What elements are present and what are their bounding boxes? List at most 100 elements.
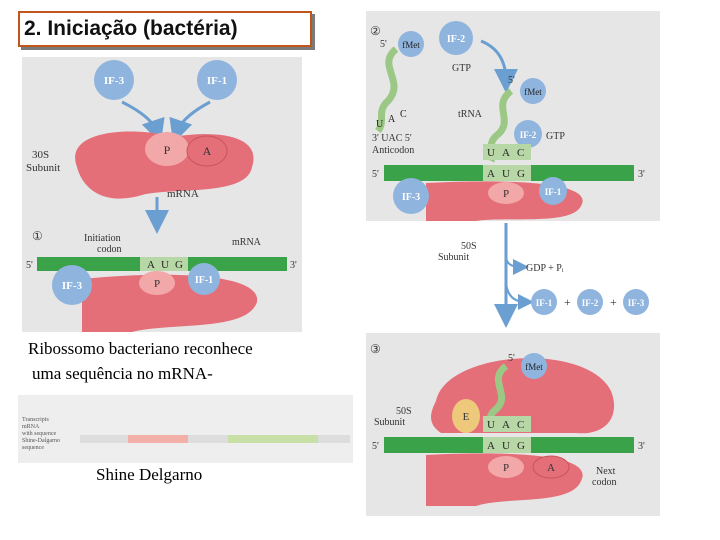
if2-bound-label: IF-2	[520, 130, 537, 140]
e-site	[452, 399, 480, 433]
right-figure-svg: ② 5' fMet U A C 3' UAC 5' Anticodon IF-2…	[366, 11, 660, 516]
sequence-strip: Transcripts mRNA with sequence Shine-Dal…	[18, 395, 353, 463]
p-site	[145, 132, 189, 166]
step1-marker: ①	[32, 229, 43, 243]
codon-a3: A	[487, 168, 495, 180]
mrna-right-5prime: 5'	[372, 169, 379, 180]
trna-free	[375, 46, 399, 134]
trna-5prime: 5'	[380, 39, 387, 50]
if1-complex	[539, 177, 567, 205]
plus-1: +	[564, 295, 571, 309]
p-site-c-label: P	[503, 462, 509, 474]
if1-label: IF-1	[207, 75, 227, 87]
if1-factor	[197, 60, 237, 100]
a-site-c	[532, 455, 570, 479]
mrna-label-2: mRNA	[232, 237, 262, 248]
fmet-bound	[520, 78, 546, 104]
if1-complex-label: IF-1	[545, 187, 562, 197]
shine-dalgarno-box	[128, 435, 188, 443]
step3-marker: ③	[370, 342, 381, 356]
p-site-bound-label: P	[154, 278, 160, 290]
plus-2: +	[610, 295, 617, 309]
arrow-if3	[121, 100, 165, 144]
mrna-5prime: 5'	[26, 260, 33, 271]
codon-g3: G	[517, 168, 525, 180]
start-codon-c	[483, 437, 531, 453]
fmet-free-label: fMet	[402, 40, 420, 50]
subunit-50s-c-label: 50S	[396, 406, 412, 417]
anticodon-a: A	[388, 114, 396, 125]
strip-label5: sequence	[22, 445, 44, 451]
p-site-label: P	[164, 143, 171, 157]
strip-label4: Shine-Dalgarno	[22, 438, 60, 444]
next-codon-1: Next	[596, 466, 616, 477]
if2-free-label: IF-2	[447, 34, 465, 45]
slide-title: 2. Iniciação (bactéria)	[24, 17, 238, 40]
mrna-c-5prime: 5'	[372, 441, 379, 452]
codon-g: G	[175, 259, 183, 271]
fmet-ribosome-label: fMet	[525, 362, 543, 372]
gtp-bound-label: GTP	[546, 131, 565, 142]
a-site	[186, 135, 228, 167]
anticodon-c2: C	[517, 147, 524, 159]
if1-bound-label: IF-1	[195, 275, 213, 286]
codon-u3: U	[502, 168, 510, 180]
arrow-gdp	[505, 255, 529, 275]
strip-label1: Transcripts	[22, 417, 49, 423]
subunit-50s-c-word: Subunit	[374, 417, 405, 428]
a-site-c-label: A	[547, 462, 555, 474]
if3-released-label: IF-3	[628, 298, 645, 308]
left-figure-panel: IF-3 IF-1 P A 30S Subunit mRNA ① Initiat…	[22, 57, 302, 332]
e-site-label: E	[463, 411, 470, 423]
next-codon-2: codon	[592, 477, 616, 488]
anticodon-c4: C	[517, 419, 524, 431]
initiation-codon	[140, 257, 188, 271]
a-site-label: A	[203, 144, 212, 158]
initiation-label-2: codon	[97, 244, 121, 255]
start-codon-box	[483, 165, 531, 181]
p-site-bound	[139, 271, 175, 295]
if3-factor	[94, 60, 134, 100]
sequence-strip-svg: Transcripts mRNA with sequence Shine-Dal…	[22, 417, 350, 451]
subunit-50s-word: Subunit	[438, 252, 469, 263]
strip-label3: with sequence	[22, 431, 56, 437]
anticodon-a4: A	[502, 419, 510, 431]
arrow-if1	[169, 100, 211, 144]
p-site-c	[488, 456, 524, 478]
sequence-boxes	[80, 435, 350, 443]
fmet-bound-label: fMet	[524, 87, 542, 97]
if2-released-label: IF-2	[582, 298, 599, 308]
step2-marker: ②	[370, 24, 381, 38]
mrna-3prime: 3'	[290, 260, 297, 271]
trna-bound-5prime: 5'	[508, 75, 515, 86]
if3-complex	[393, 178, 429, 214]
anticodon-a2: A	[502, 147, 510, 159]
caption-line3: Shine Delgarno	[96, 465, 203, 484]
if1-released	[531, 289, 557, 315]
codon-u5: U	[502, 440, 510, 452]
codon-g5: G	[517, 440, 525, 452]
gtp-label: GTP	[452, 63, 471, 74]
anticodon-u2: U	[487, 147, 495, 159]
trna-label: tRNA	[458, 109, 483, 120]
subunit-30s-label: 30S	[32, 149, 49, 161]
p-site-complex-label: P	[503, 188, 509, 200]
caption-line2: uma sequência no mRNA-	[32, 364, 213, 383]
if3-bound-label: IF-3	[62, 280, 83, 292]
anticodon-u: U	[376, 119, 384, 130]
left-figure-svg: IF-3 IF-1 P A 30S Subunit mRNA ① Initiat…	[26, 60, 297, 332]
anticodon-seq: 3' UAC 5'	[372, 133, 412, 144]
caption-line1: Ribossomo bacteriano reconhece	[28, 339, 253, 358]
if2-free	[439, 21, 473, 55]
initiation-label-1: Initiation	[84, 233, 121, 244]
if3-bound	[52, 265, 92, 305]
gdp-pi-label: GDP + Pᵢ	[526, 263, 564, 274]
anticodon-box	[483, 144, 531, 160]
mrna-right-3prime: 3'	[638, 169, 645, 180]
slide-title-box: 2. Iniciação (bactéria)	[18, 11, 312, 47]
if3-label: IF-3	[104, 75, 125, 87]
right-figure-panel: ② 5' fMet U A C 3' UAC 5' Anticodon IF-2…	[366, 11, 660, 516]
mrna-c-3prime: 3'	[638, 441, 645, 452]
anticodon-word: Anticodon	[372, 145, 414, 156]
codon-a: A	[147, 259, 155, 271]
